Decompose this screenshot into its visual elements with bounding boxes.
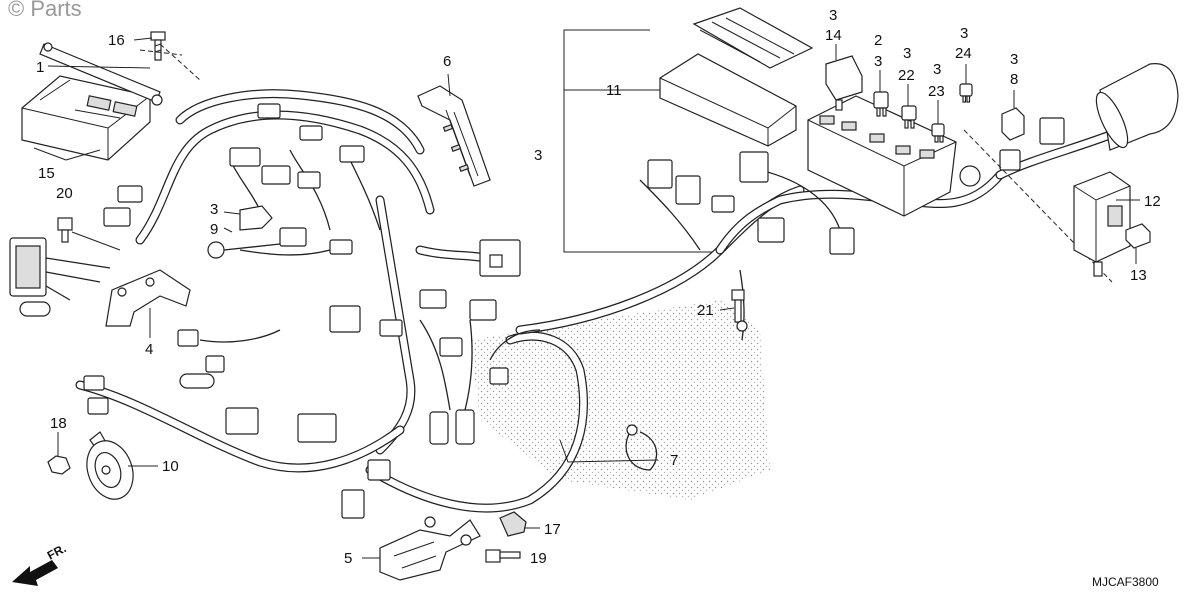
- callout-3-23: 3: [933, 61, 941, 78]
- fuse-2[interactable]: [873, 91, 889, 117]
- diagram-code: MJCAF3800: [1092, 575, 1159, 589]
- callout-18: 18: [50, 415, 67, 432]
- callout-3-22: 3: [903, 45, 911, 62]
- callout-24: 24: [955, 45, 972, 62]
- frame-shadow: [470, 300, 770, 500]
- bolt-16[interactable]: [150, 31, 166, 61]
- callout-14: 14: [825, 27, 842, 44]
- callout-11: 11: [606, 82, 622, 99]
- fuse-22[interactable]: [901, 105, 917, 129]
- bracket-4[interactable]: [105, 269, 191, 327]
- callout-6: 6: [443, 53, 451, 70]
- callout-9: 9: [210, 221, 218, 238]
- bolt-20-leader: [71, 231, 121, 251]
- direction-label: FR.: [45, 541, 69, 562]
- callout-10: 10: [162, 458, 179, 475]
- horn-10[interactable]: [79, 431, 141, 506]
- nut-18[interactable]: [47, 455, 71, 475]
- bracket-5[interactable]: [379, 516, 481, 581]
- bolt-19[interactable]: [485, 549, 521, 563]
- callout-5: 5: [344, 550, 352, 567]
- cylinder-component[interactable]: [1090, 63, 1179, 152]
- unit-12[interactable]: [1073, 171, 1131, 277]
- callout-7: 7: [670, 452, 678, 469]
- callout-8: 8: [1010, 71, 1018, 88]
- ecu-unit[interactable]: [21, 75, 151, 161]
- band-7-leader: [559, 439, 659, 463]
- callout-22: 22: [898, 67, 915, 84]
- callout-16: 16: [108, 32, 125, 49]
- bolt-20[interactable]: [57, 217, 73, 243]
- fuse-box-cover-11[interactable]: [659, 7, 814, 147]
- leader-lines: [33, 37, 1140, 559]
- callout-19: 19: [530, 550, 547, 567]
- fuse-24[interactable]: [959, 83, 973, 103]
- clip-17[interactable]: [499, 511, 527, 537]
- ecu-strap[interactable]: [39, 42, 163, 106]
- relay-14[interactable]: [825, 55, 863, 111]
- callout-4: 4: [145, 341, 153, 358]
- callout-3-2: 3: [874, 53, 882, 70]
- callout-17: 17: [544, 521, 561, 538]
- callout-21: 21: [697, 302, 714, 319]
- fr-arrow-icon: [12, 560, 58, 586]
- callout-23: 23: [928, 83, 945, 100]
- relay-8[interactable]: [1001, 107, 1025, 141]
- callout-1: 1: [36, 59, 44, 76]
- callout-2: 2: [874, 32, 882, 49]
- cap-13[interactable]: [1125, 223, 1151, 249]
- band-7[interactable]: [625, 424, 658, 471]
- callout-20: 20: [56, 185, 73, 202]
- watermark: © Parts: [8, 0, 82, 21]
- connector-3-9[interactable]: [207, 205, 281, 259]
- callout-3a: 3: [210, 201, 218, 218]
- harness-connectors[interactable]: [83, 103, 1065, 519]
- callout-12: 12: [1144, 193, 1161, 210]
- callout-13: 13: [1130, 267, 1147, 284]
- callout-3-14: 3: [829, 7, 837, 24]
- callout-3-24: 3: [960, 25, 968, 42]
- cover-6[interactable]: [417, 85, 491, 187]
- callout-3-8: 3: [1010, 51, 1018, 68]
- callout-3-main: 3: [534, 147, 542, 164]
- fuse-box[interactable]: [807, 95, 981, 217]
- callout-15: 15: [38, 165, 55, 182]
- left-connector-block[interactable]: [9, 237, 111, 317]
- ecu-ref-lines: [139, 43, 201, 81]
- thin-wires: [199, 149, 841, 411]
- bolt-21[interactable]: [731, 289, 748, 332]
